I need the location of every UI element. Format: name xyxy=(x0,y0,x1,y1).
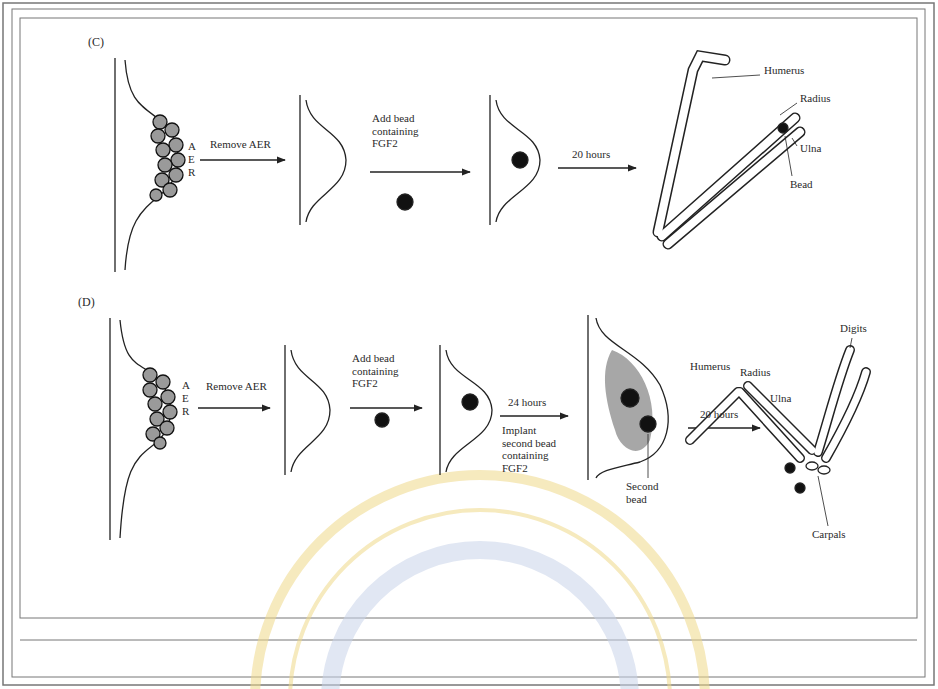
leader-line xyxy=(850,338,852,348)
step-label: Add bead containing FGF2 xyxy=(372,112,434,150)
aer-letter: A xyxy=(182,379,190,392)
aer-letter: E xyxy=(188,153,195,166)
arrow xyxy=(198,407,270,408)
fgf2-bead xyxy=(795,483,805,493)
part-label: Digits xyxy=(840,322,867,335)
step-label: Implant second bead containing FGF2 xyxy=(502,424,568,475)
aer-letter: E xyxy=(182,392,189,405)
limb-bud xyxy=(490,95,540,225)
fgf2-bead xyxy=(621,389,639,407)
part-label: Radius xyxy=(740,366,771,379)
skeleton xyxy=(658,56,800,244)
fgf2-bead xyxy=(375,413,389,427)
skeleton xyxy=(690,350,866,458)
limb-bud xyxy=(588,315,668,480)
leader-line xyxy=(792,138,797,146)
panel-letter: (D) xyxy=(78,296,95,310)
leader-line xyxy=(785,136,792,176)
aer-letter: R xyxy=(182,405,189,418)
fgf2-bead xyxy=(512,152,528,168)
arrow xyxy=(200,159,285,160)
part-label: Ulna xyxy=(800,142,821,155)
part-label: Humerus xyxy=(690,360,730,373)
arrow xyxy=(500,415,568,416)
aer-cells xyxy=(143,368,177,449)
leader-line xyxy=(818,476,828,526)
fgf2-bead xyxy=(778,123,788,133)
carpal-bones xyxy=(806,462,830,474)
fgf2-bead xyxy=(640,416,656,432)
arrow xyxy=(370,171,470,172)
limb-bud xyxy=(115,58,178,272)
aer-letter: R xyxy=(188,166,195,179)
step-label: Add bead containing FGF2 xyxy=(352,352,414,390)
part-label: Bead xyxy=(790,178,813,191)
leader-line xyxy=(712,75,760,78)
limb-bud xyxy=(300,95,346,225)
step-label: Remove AER xyxy=(206,380,272,393)
time-label: 20 hours xyxy=(700,408,738,421)
arrow xyxy=(558,167,636,168)
aer-cells xyxy=(150,115,185,201)
fgf2-bead xyxy=(462,394,478,410)
frame xyxy=(3,3,934,685)
step-label: Remove AER xyxy=(210,138,280,151)
fgf2-bead xyxy=(785,463,795,473)
part-label: Carpals xyxy=(812,528,846,541)
limb-bud xyxy=(440,345,492,475)
part-label: Ulna xyxy=(770,392,791,405)
part-label: Humerus xyxy=(764,64,804,77)
part-label: Radius xyxy=(800,92,831,105)
time-label: 20 hours xyxy=(572,148,610,161)
limb-bud xyxy=(285,345,330,475)
part-label: Second bead xyxy=(626,480,676,505)
fgf2-bead xyxy=(397,194,413,210)
leader-line xyxy=(648,434,649,478)
time-label: 24 hours xyxy=(508,396,546,409)
arrow xyxy=(350,407,422,408)
aer-letter: A xyxy=(188,140,196,153)
watermark-seal xyxy=(255,475,705,689)
panel-letter: (C) xyxy=(88,36,104,50)
leader-line xyxy=(780,103,797,115)
